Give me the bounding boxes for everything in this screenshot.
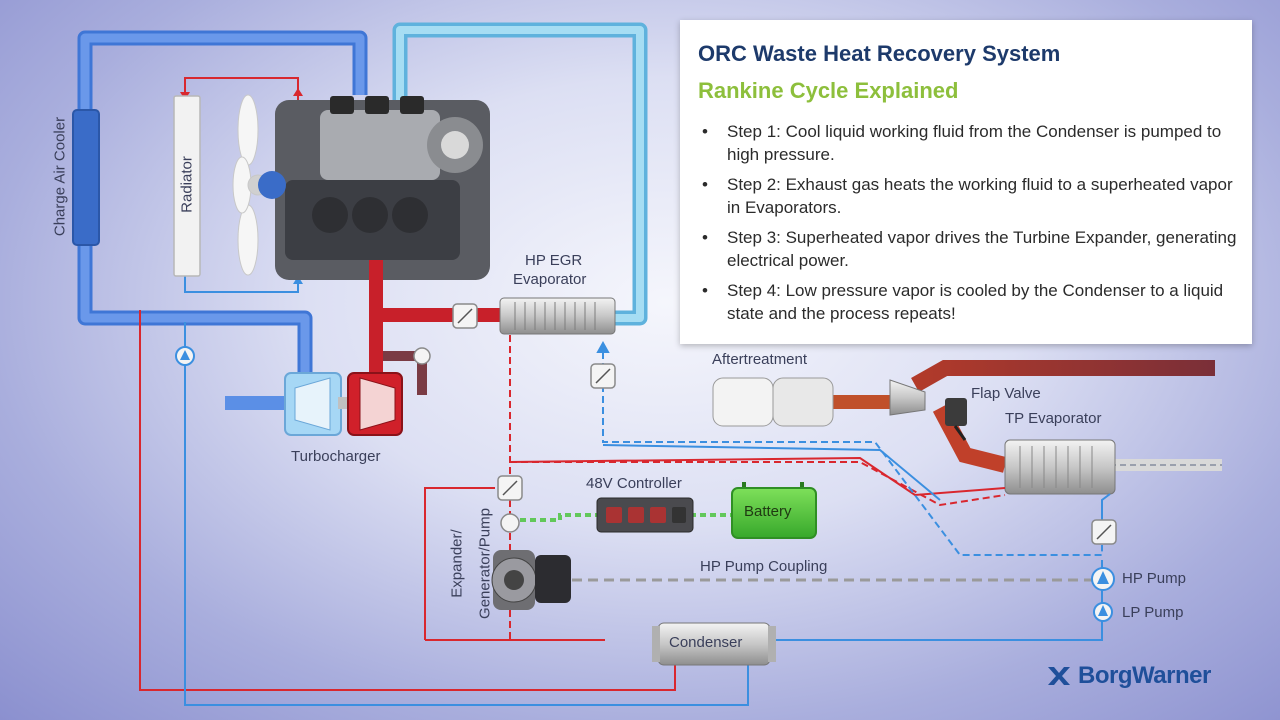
flap-valve [889,379,967,441]
battery-label: Battery [744,503,792,520]
turbocharger [284,372,403,436]
hp-egr-label-line1: HP EGR [525,252,583,269]
aftertreatment [712,377,834,427]
aftertreatment-label: Aftertreatment [712,351,808,368]
turbocharger-label: Turbocharger [291,448,381,465]
charge-air-cooler-core [72,109,100,246]
coolant-loop [72,22,648,395]
radiator-label: Radiator [178,156,196,213]
condenser [652,622,776,666]
flap-valve-label: Flap Valve [971,385,1041,402]
logo-text: BorgWarner [1078,662,1211,689]
condenser-label: Condenser [669,634,743,651]
charge-air-cooler-label: Charge Air Cooler [51,116,69,237]
tp-evaporator-label: TP Evaporator [1005,410,1102,427]
valve-icon [413,303,1117,545]
expander-label-line2: Generator/Pump [476,508,494,619]
controller-label: 48V Controller [586,475,682,492]
hp-egr-label-line2: Evaporator [513,271,587,288]
electric-link [520,513,732,522]
steps-list: Step 1: Cool liquid working fluid from t… [702,120,1247,332]
controller-icon [596,497,694,533]
lp-pump-label: LP Pump [1122,604,1184,621]
step-item: Step 2: Exhaust gas heats the working fl… [702,173,1247,219]
tp-evaporator [1004,439,1116,495]
working-fluid-hot [139,310,1006,691]
panel-subtitle: Rankine Cycle Explained [698,78,959,103]
pump-icon [175,346,1115,622]
info-panel: ORC Waste Heat Recovery System Rankine C… [680,20,1252,344]
hp-pump-label: HP Pump [1122,570,1186,587]
radiator [173,95,201,277]
panel-title: ORC Waste Heat Recovery System [698,41,1061,66]
step-item: Step 3: Superheated vapor drives the Tur… [702,226,1247,272]
borgwarner-logo-icon [1048,667,1070,685]
expander-label-line1: Expander/ [448,529,466,598]
expander-generator-pump [491,550,571,610]
battery-icon [731,482,817,539]
step-item: Step 4: Low pressure vapor is cooled by … [702,279,1247,325]
borgwarner-logo: BorgWarner [1046,662,1211,690]
hp-pump-coupling-label: HP Pump Coupling [700,558,828,575]
fan-icon [232,94,269,276]
step-item: Step 1: Cool liquid working fluid from t… [702,120,1247,166]
hp-egr-evaporator [499,297,616,335]
engine-icon [258,96,490,280]
